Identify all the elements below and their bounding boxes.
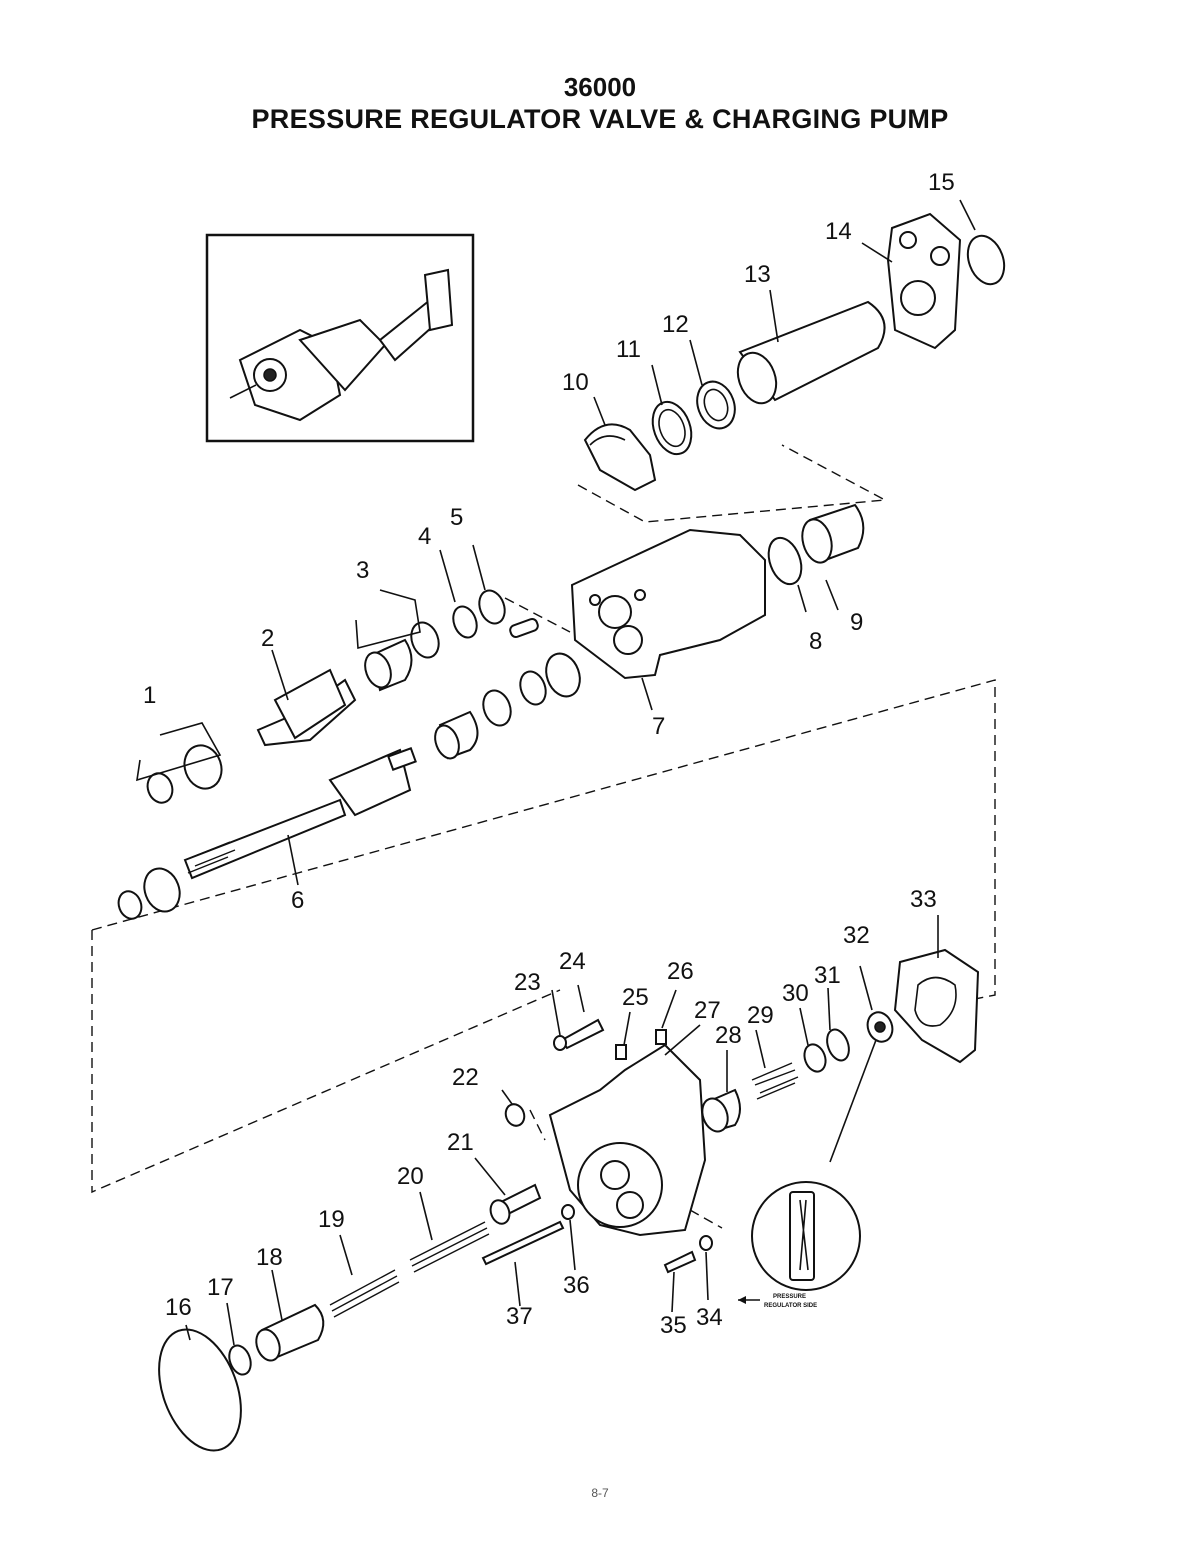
callout-31: 31 (814, 962, 841, 989)
pressure-note-line-2: REGULATOR SIDE (764, 1303, 817, 1309)
part-shapes (117, 212, 1006, 1452)
callout-34: 34 (696, 1304, 723, 1331)
callout-25: 25 (622, 984, 649, 1011)
callout-5: 5 (450, 504, 463, 531)
callout-13: 13 (744, 261, 771, 288)
callout-35: 35 (660, 1312, 687, 1339)
callout-15: 15 (928, 169, 955, 196)
callout-28: 28 (715, 1022, 742, 1049)
pressure-note-line-1: PRESSURE (773, 1294, 806, 1300)
callout-30: 30 (782, 980, 809, 1007)
callout-12: 12 (662, 311, 689, 338)
diagram-title: PRESSURE REGULATOR VALVE & CHARGING PUMP (251, 104, 949, 134)
callout-2: 2 (261, 625, 274, 652)
callout-32: 32 (843, 922, 870, 949)
callout-9: 9 (850, 609, 863, 636)
callout-24: 24 (559, 948, 586, 975)
page-number: 8-7 (591, 1486, 609, 1500)
callout-33: 33 (910, 886, 937, 913)
callout-6: 6 (291, 887, 304, 914)
callout-4: 4 (418, 523, 431, 550)
callout-8: 8 (809, 628, 822, 655)
callout-26: 26 (667, 958, 694, 985)
callout-20: 20 (397, 1163, 424, 1190)
callout-19: 19 (318, 1206, 345, 1233)
callout-22: 22 (452, 1064, 479, 1091)
callout-labels: 1 2 3 4 5 6 7 8 9 10 11 12 13 14 15 16 1… (143, 169, 955, 1339)
leader-lines (136, 199, 976, 1346)
callout-14: 14 (825, 218, 852, 245)
callout-10: 10 (562, 369, 589, 396)
callout-1: 1 (143, 682, 156, 709)
callout-36: 36 (563, 1272, 590, 1299)
callout-29: 29 (747, 1002, 774, 1029)
callout-37: 37 (506, 1303, 533, 1330)
callout-7: 7 (652, 713, 665, 740)
callout-21: 21 (447, 1129, 474, 1156)
callout-16: 16 (165, 1294, 192, 1321)
callout-11: 11 (616, 336, 641, 363)
callout-27: 27 (694, 997, 721, 1024)
callout-18: 18 (256, 1244, 283, 1271)
diagram-number: 36000 (563, 72, 637, 102)
callout-23: 23 (514, 969, 541, 996)
callout-3: 3 (356, 557, 369, 584)
assembled-view-inset (205, 233, 475, 443)
alignment-guides (91, 444, 996, 1229)
callout-17: 17 (207, 1274, 234, 1301)
